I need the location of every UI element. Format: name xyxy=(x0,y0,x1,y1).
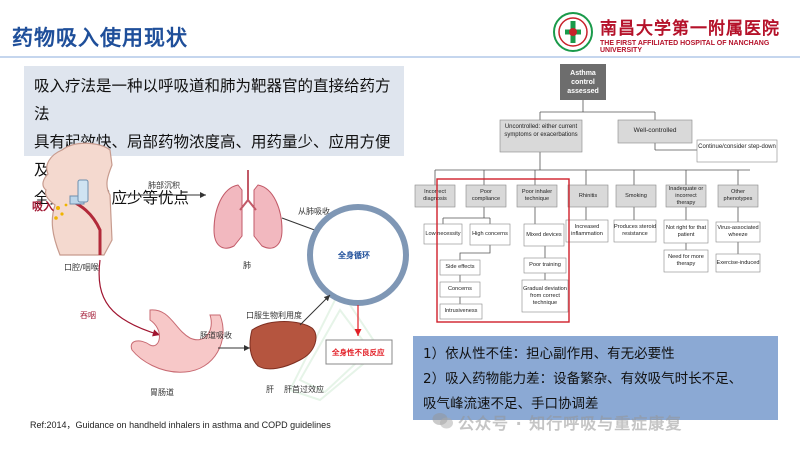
oral-bio-arrow xyxy=(299,294,331,326)
fc-root-text: Asthma control assessed xyxy=(567,70,599,95)
page-title: 药物吸入使用现状 xyxy=(12,26,188,50)
fc-gradual-deviation-box xyxy=(521,279,569,313)
header-divider xyxy=(0,56,800,58)
gi-label: 胃肠道 xyxy=(150,387,174,397)
fc-cause-1-text: Poor compliance xyxy=(471,189,501,202)
fc-more-therapy-box xyxy=(663,249,709,273)
fc-well-box xyxy=(617,119,693,144)
fc-low-necessity-box xyxy=(423,223,463,245)
reference-citation: Ref:2014，Guidance on handheld inhalers i… xyxy=(30,420,331,430)
intro-box: 吸入疗法是一种以呼吸道和肺为靶器官的直接给药方法 具有起效快、局部药物浓度高、用… xyxy=(24,66,404,207)
mouth-label: 口腔/咽喉 xyxy=(64,262,99,272)
fc-concerns-text: Concerns xyxy=(448,286,472,292)
fc-steroid-resistance-text: Produces steroid resistance xyxy=(614,224,656,237)
fc-more-therapy-text: Need for more therapy xyxy=(668,254,704,267)
fc-cause-0-box xyxy=(414,184,456,208)
fc-virus-wheeze-box xyxy=(715,221,761,243)
flowchart-nodes: Asthma control assessed Uncontrolled: ei… xyxy=(499,64,778,163)
fc-cause-5-text: Inadequate or incorrect therapy xyxy=(668,185,704,206)
gut-absorb-label: 肠道吸收 xyxy=(200,330,232,340)
fc-exercise-induced-text: Exercise-induced xyxy=(716,259,760,266)
liver-icon xyxy=(249,321,317,370)
fc-cause-3-text: Rhinitis xyxy=(578,192,598,199)
flowchart-connectors xyxy=(434,100,750,304)
finding-line: 吸气峰流速不足、手口协调差 xyxy=(423,396,599,412)
fc-cause-5-box xyxy=(665,184,707,208)
first-pass-label: 肝首过效应 xyxy=(284,384,324,394)
fc-well-text: Well-controlled xyxy=(633,127,677,134)
fc-continue-text: Continue/consider step-down xyxy=(698,144,776,150)
fc-side-effects-box xyxy=(439,259,481,276)
adverse-box xyxy=(325,339,393,365)
fc-cause-6-box xyxy=(717,184,759,208)
finding-line: 1）依从性不佳：担心副作用、有无必要性 xyxy=(423,346,675,362)
fc-intrusiveness-text: Intrusiveness xyxy=(444,308,478,314)
lung-absorb-arrow xyxy=(281,217,321,233)
systemic-label: 全身循环 xyxy=(337,250,370,260)
fc-steroid-resistance-box xyxy=(613,219,657,243)
hospital-logo-icon xyxy=(553,12,593,52)
fc-high-concerns-text: High concerns xyxy=(472,231,508,237)
fc-not-right-text: Not right for that patient xyxy=(665,224,707,238)
fc-increased-inflammation-text: Increased inflammation xyxy=(571,224,603,237)
fc-virus-wheeze-text: Virus-associated wheeze xyxy=(717,225,759,238)
fc-poor-training-text: Poor training xyxy=(529,262,561,268)
findings-box: 1）依从性不佳：担心副作用、有无必要性 2）吸入药物能力差：设备繁杂、有效吸气时… xyxy=(413,336,778,420)
lungs-icon xyxy=(213,170,283,249)
fc-low-necessity-text: Low necessity xyxy=(425,230,461,237)
inhale-label: 吸入 xyxy=(32,200,54,213)
fc-mixed-devices-box xyxy=(523,223,565,247)
fc-root-box xyxy=(560,64,606,100)
fc-highlight-frame xyxy=(436,178,570,323)
fc-side-effects-text: Side effects xyxy=(445,264,475,270)
fc-cause-3-box xyxy=(567,184,609,208)
inhale-spray-icon xyxy=(54,203,68,220)
flowchart-cause-nodes: Incorrect diagnosis Poor compliance Poor i… xyxy=(414,184,759,208)
watermark-text: 公众号 · 知行呼吸与重症康复 xyxy=(458,414,683,433)
finding-line: 2）吸入药物能力差：设备繁杂、有效吸气时长不足、 xyxy=(423,371,743,387)
fc-mixed-devices-text: Mixed devices xyxy=(526,231,562,238)
fc-cause-6-text: Other phenotypes xyxy=(723,189,753,202)
liver-label: 肝 xyxy=(266,385,274,394)
fc-increased-inflammation-box xyxy=(565,219,609,243)
fc-uncontrolled-text: Uncontrolled: either current symptoms or… xyxy=(504,124,578,138)
swallow-label: 吞咽 xyxy=(80,311,96,320)
intro-line: 具有起效快、局部药物浓度高、用药量少、应用方便及 xyxy=(34,133,391,179)
fc-exercise-induced-box xyxy=(715,253,761,273)
fc-cause-4-box xyxy=(615,184,657,208)
fc-gradual-deviation-text: Gradual deviation from correct technique xyxy=(523,285,567,306)
intro-line: 吸入疗法是一种以呼吸道和肺为靶器官的直接给药方法 xyxy=(34,77,391,123)
fc-cause-4-text: Smoking xyxy=(625,192,647,199)
fc-concerns-box xyxy=(439,281,481,298)
fc-intrusiveness-box xyxy=(439,303,483,320)
fc-poor-training-box xyxy=(523,257,567,274)
fc-cause-2-text: Poor inhaler technique xyxy=(521,189,553,202)
adverse-label: 全身性不良反应 xyxy=(331,347,385,357)
fc-uncontrolled-box xyxy=(499,119,583,153)
systemic-circulation-ring xyxy=(307,204,409,306)
fc-continue-box xyxy=(696,139,778,163)
fc-cause-0-text: Incorrect diagnosis xyxy=(423,189,447,202)
lung-absorb-label: 从肺吸收 xyxy=(298,206,330,216)
inhaler-icon xyxy=(69,179,89,205)
page-header: 药物吸入使用现状 南昌大学第一附属医院 THE FIRST AFFILIATED… xyxy=(0,0,800,58)
fc-high-concerns-box xyxy=(469,223,511,246)
wechat-icon xyxy=(432,413,453,429)
oral-bio-label: 口服生物利用度 xyxy=(246,310,302,320)
fc-not-right-box xyxy=(663,219,709,244)
hospital-name-cn: 南昌大学第一附属医院 xyxy=(600,19,780,39)
fc-cause-1-box xyxy=(465,184,507,208)
swallow-arrow xyxy=(98,259,161,337)
lung-deposit-label: 肺部沉积 xyxy=(148,180,180,190)
stomach-icon xyxy=(130,309,224,373)
lung-label: 肺 xyxy=(243,261,251,270)
fc-cause-2-box xyxy=(516,184,558,208)
hospital-name-en: THE FIRST AFFILIATED HOSPITAL OF NANCHAN… xyxy=(600,40,770,54)
